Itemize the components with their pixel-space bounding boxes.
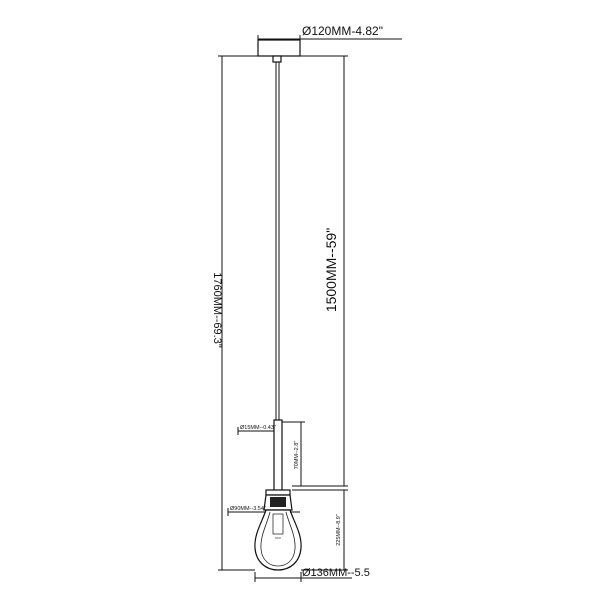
canopy-diameter-dimension: Ø120MM-4.82" [257,24,402,43]
total-height-dimension: 1760MM--69.3" [211,55,258,571]
canopy-plate [257,39,301,57]
cap-top-ring [265,489,291,496]
lamp-cap [263,489,293,511]
shade-height-label: 225MM--8.9" [336,514,342,546]
cap-socket-dark [270,497,286,507]
bulb-socket [272,513,284,535]
shade-diameter-label: Ø136MM--5.5 [302,567,370,579]
shade-height-dimension: 225MM--8.9" [292,489,348,571]
cord-length-label: 1500MM--59" [323,228,339,312]
shade-inner-line [260,511,296,567]
stem-height-dimension: 70MM--2.8" [282,421,305,487]
canopy-diameter-label: Ø120MM-4.82" [302,24,383,38]
cap-diameter-label: Ø90MM--3.54" [230,506,266,512]
stem-diameter-dimension: Ø15MM--0.43" [237,425,276,435]
stem-diameter-label: Ø15MM--0.43" [240,425,276,431]
cord [275,62,280,420]
stem-height-label: 70MM--2.8" [294,441,300,470]
shade-diameter-dimension: Ø136MM--5.5 [254,567,370,582]
shade-outline [254,509,302,571]
canopy [257,39,301,63]
glass-shade [254,509,302,571]
cord-length-dimension: 1500MM--59" [292,55,348,487]
cap-diameter-dimension: Ø90MM--3.54" [227,506,300,516]
canopy-fitting [272,55,282,63]
total-height-label: 1760MM--69.3" [211,272,223,348]
